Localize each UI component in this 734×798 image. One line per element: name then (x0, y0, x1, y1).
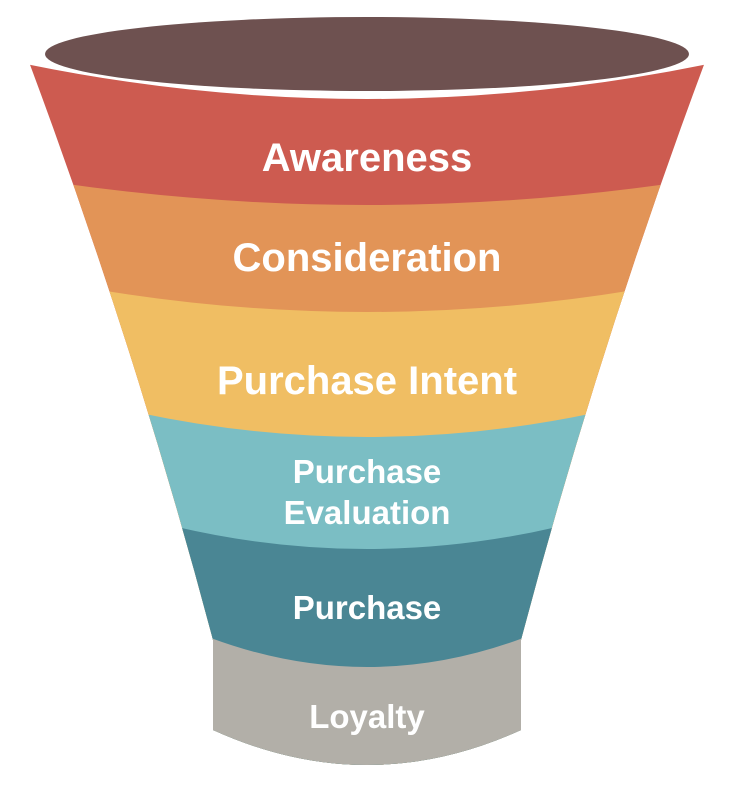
stage-label-loyalty: Loyalty (309, 698, 425, 735)
stage-label-purchase-evaluation-line2: Evaluation (284, 494, 451, 531)
funnel-stage-loyalty (194, 635, 540, 766)
stage-label-purchase-evaluation-line1: Purchase (293, 453, 442, 490)
funnel-top-opening (45, 17, 689, 91)
stage-label-consideration: Consideration (233, 236, 502, 280)
stage-label-purchase: Purchase (293, 589, 442, 626)
stage-label-awareness: Awareness (262, 136, 473, 180)
stage-label-purchase-intent: Purchase Intent (217, 359, 517, 403)
